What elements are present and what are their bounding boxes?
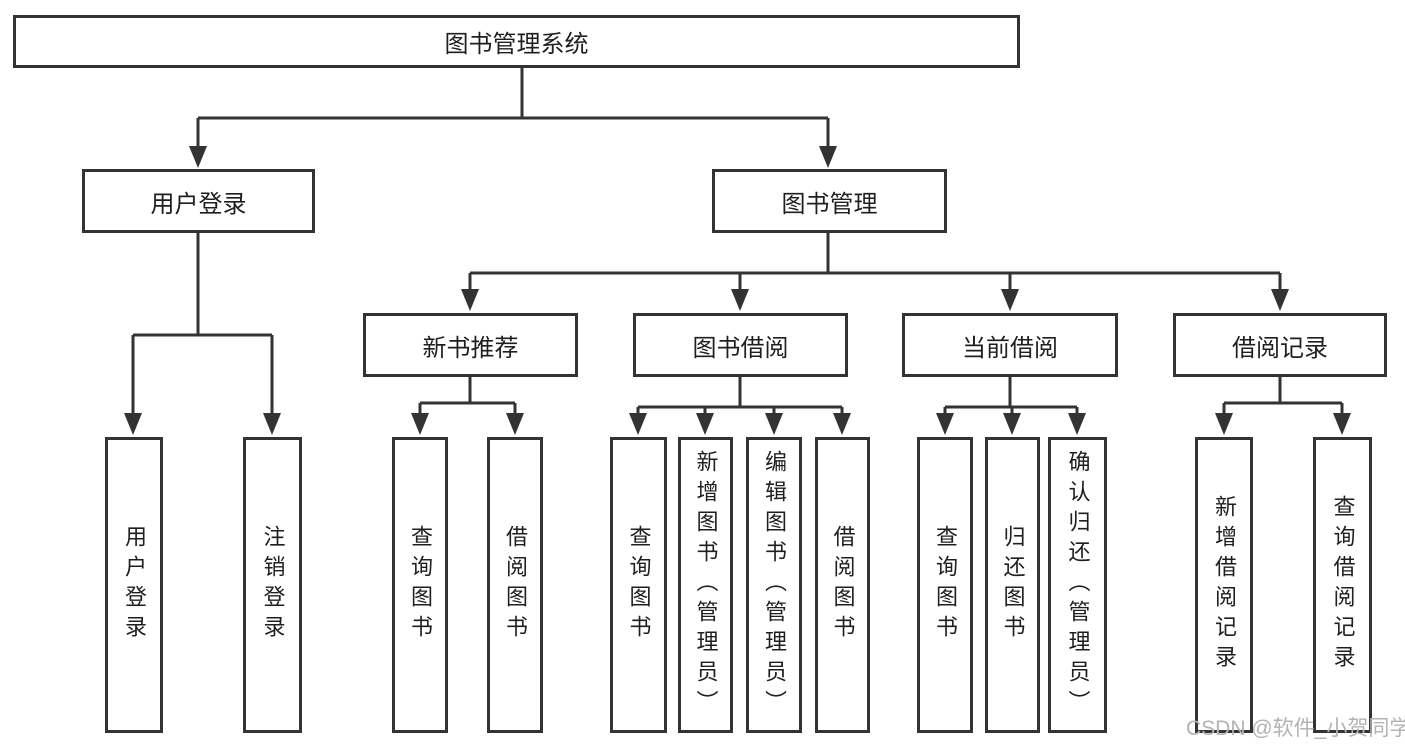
- leaf-add-book-admin: 新增图书（管理员）: [678, 437, 733, 733]
- csdn-watermark: CSDN @软件_小贺同学: [1186, 717, 1405, 740]
- leaf-return-books: 归还图书: [985, 437, 1040, 733]
- node-label: 用户登录: [150, 190, 247, 218]
- leaf-add-borrow-record: 新增借阅记录: [1195, 437, 1253, 733]
- leaf-query-borrow-record: 查询借阅记录: [1313, 437, 1372, 733]
- leaf-logout: 注销登录: [243, 437, 302, 733]
- leaf-query-books-recommend: 查询图书: [392, 437, 448, 733]
- node-new-book-recommend: 新书推荐: [363, 313, 578, 377]
- node-book-borrow: 图书借阅: [633, 313, 848, 377]
- node-label: 当前借阅: [962, 334, 1058, 362]
- node-label: 查询图书: [408, 525, 433, 645]
- node-label: 借阅图书: [830, 525, 856, 645]
- node-book-management: 图书管理: [712, 169, 947, 233]
- node-label: 新增图书（管理员）: [693, 450, 719, 720]
- node-label: 归还图书: [1000, 525, 1026, 645]
- node-label: 图书管理: [781, 190, 878, 218]
- leaf-user-login: 用户登录: [105, 437, 163, 733]
- node-label: 借阅记录: [1232, 334, 1328, 362]
- node-root-system: 图书管理系统: [13, 15, 1020, 68]
- node-label: 查询图书: [933, 525, 958, 645]
- node-label: 查询图书: [626, 525, 652, 645]
- leaf-query-books-current: 查询图书: [917, 437, 973, 733]
- node-label: 查询借阅记录: [1330, 495, 1356, 675]
- node-label: 确认归还（管理员）: [1065, 450, 1091, 720]
- node-user-login: 用户登录: [82, 169, 315, 233]
- node-current-borrow: 当前借阅: [902, 313, 1118, 377]
- arrowheads: [124, 146, 1351, 435]
- node-label: 图书管理系统: [444, 31, 589, 58]
- node-borrow-records: 借阅记录: [1173, 313, 1387, 377]
- node-label: 编辑图书（管理员）: [762, 450, 787, 720]
- node-label: 借阅图书: [503, 525, 528, 645]
- leaf-confirm-return-admin: 确认归还（管理员）: [1048, 437, 1107, 733]
- node-label: 新书推荐: [422, 334, 519, 362]
- node-label: 注销登录: [260, 525, 286, 645]
- leaf-borrow-books: 借阅图书: [815, 437, 870, 733]
- node-label: 图书借阅: [692, 334, 789, 362]
- leaf-borrow-books-recommend: 借阅图书: [487, 437, 543, 733]
- leaf-edit-book-admin: 编辑图书（管理员）: [746, 437, 802, 733]
- node-label: 用户登录: [122, 525, 147, 645]
- node-label: 新增借阅记录: [1212, 495, 1237, 675]
- leaf-query-books-borrow: 查询图书: [610, 437, 667, 733]
